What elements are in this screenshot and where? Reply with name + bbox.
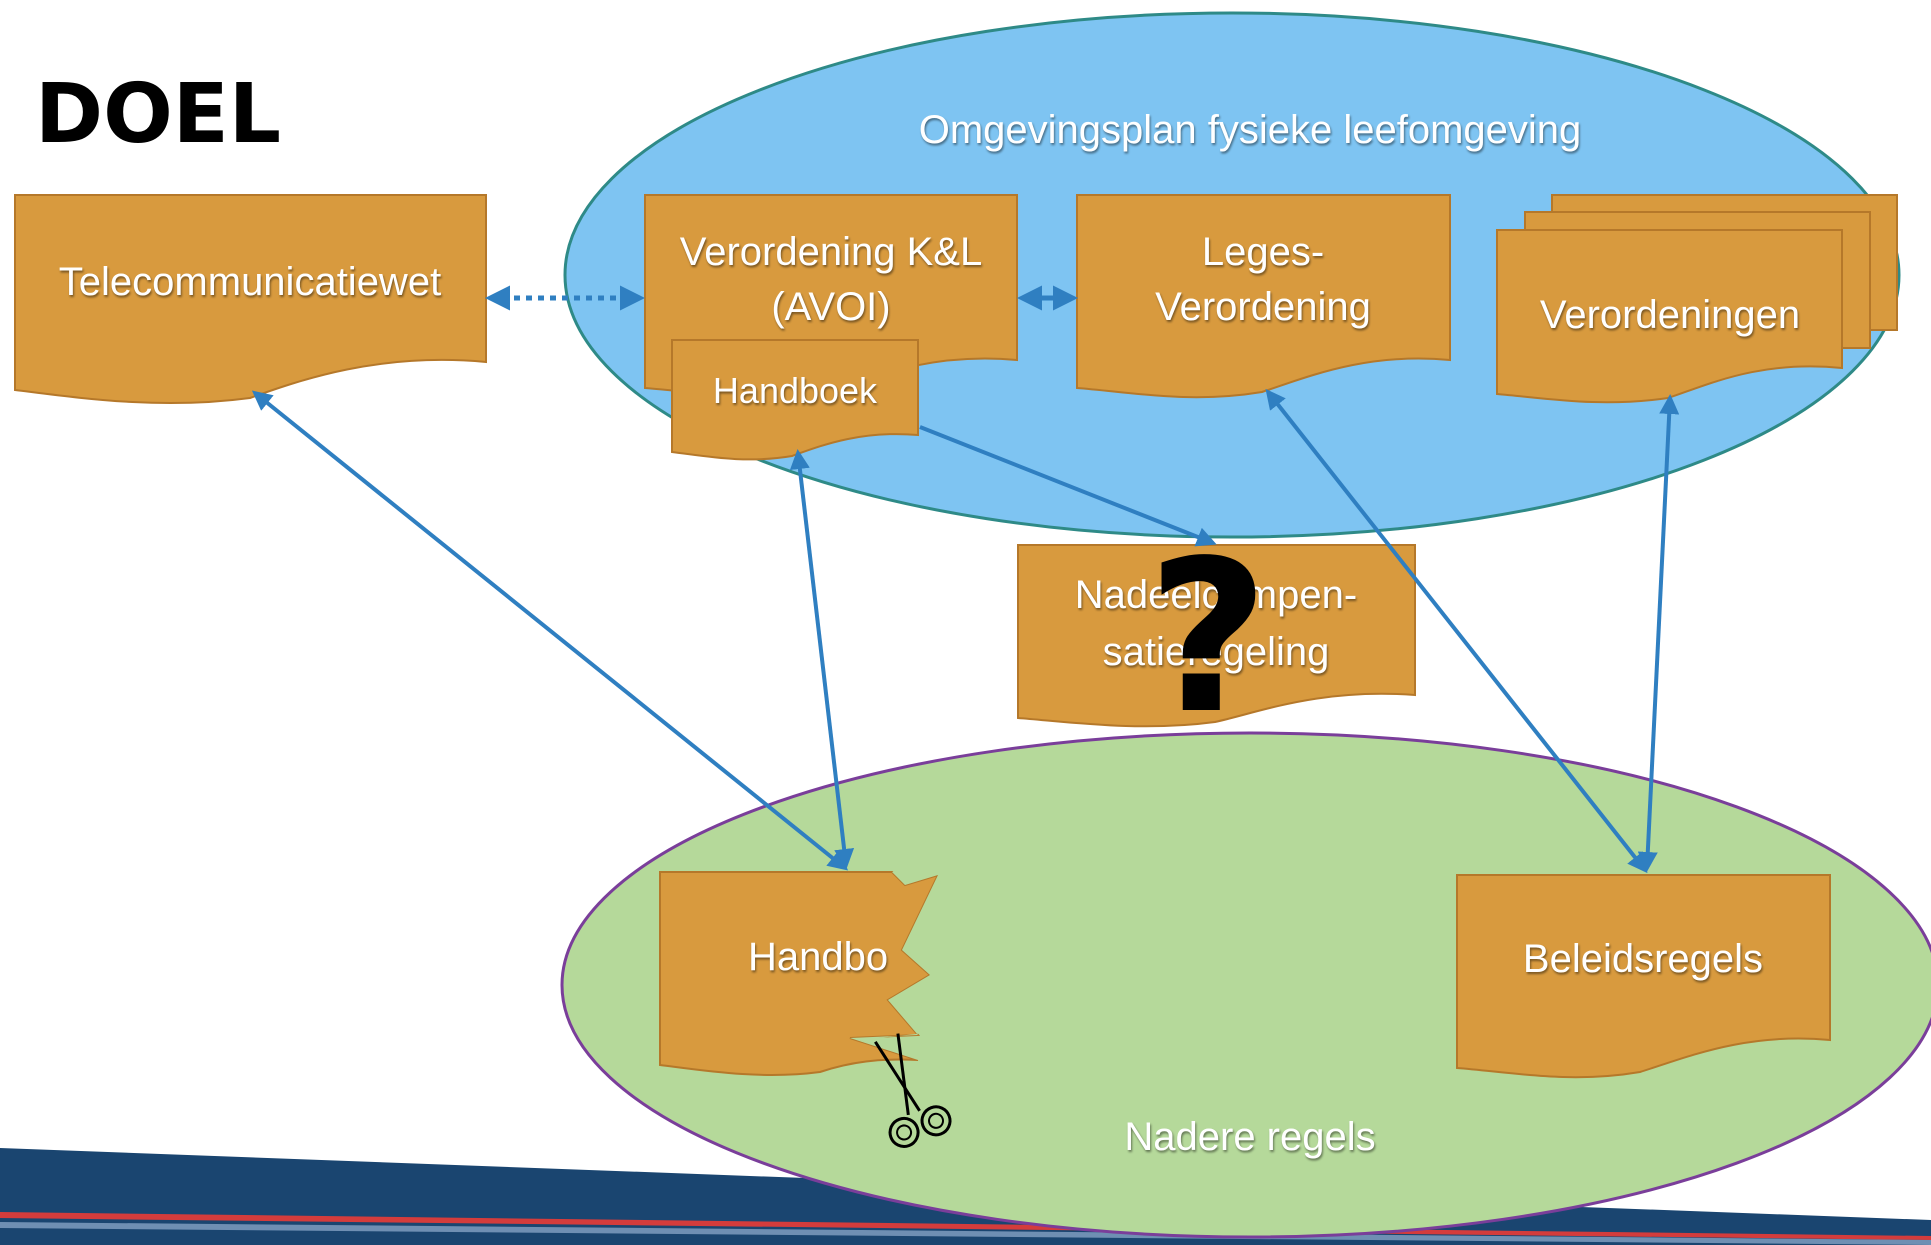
telecommunicatiewet-document: Telecommunicatiewet bbox=[14, 194, 487, 405]
telecom-handboek-arrow bbox=[251, 390, 849, 871]
handboek-top-label: Handboek bbox=[713, 370, 878, 411]
scissors-icon bbox=[874, 1033, 952, 1148]
question-mark-icon: ? bbox=[1147, 515, 1269, 760]
verordeningen-beleidsregels-arrow bbox=[1637, 394, 1680, 872]
telecommunicatiewet-label: Telecommunicatiewet bbox=[59, 260, 441, 304]
verordeningen-label: Verordeningen bbox=[1540, 293, 1800, 337]
leges-beleidsregels-arrow bbox=[1265, 388, 1648, 874]
handboek-handboek-arrow bbox=[789, 449, 855, 869]
slide-title: DOEL bbox=[35, 67, 281, 162]
verordening-kl-label-line1: Verordening K&L bbox=[680, 230, 982, 274]
verordening-kl-label-line2: (AVOI) bbox=[771, 285, 890, 329]
leges-verordening-document: Leges- Verordening bbox=[1076, 194, 1451, 399]
handboek-nadeel-arrow bbox=[919, 425, 1217, 547]
handboek-bottom-label: Handbo bbox=[748, 935, 888, 979]
connector-arrows bbox=[251, 285, 1680, 874]
verordeningen-document-stack: Verordeningen bbox=[1496, 194, 1898, 404]
beleidsregels-document: Beleidsregels bbox=[1456, 874, 1831, 1079]
leges-label-line1: Leges- bbox=[1202, 230, 1324, 274]
beleidsregels-label: Beleidsregels bbox=[1523, 937, 1763, 981]
handboek-bottom-document-torn: Handbo bbox=[659, 871, 945, 1076]
omgevingsplan-label: Omgevingsplan fysieke leefomgeving bbox=[919, 108, 1582, 152]
nadere-regels-label: Nadere regels bbox=[1124, 1115, 1375, 1159]
leges-label-line2: Verordening bbox=[1155, 285, 1371, 329]
